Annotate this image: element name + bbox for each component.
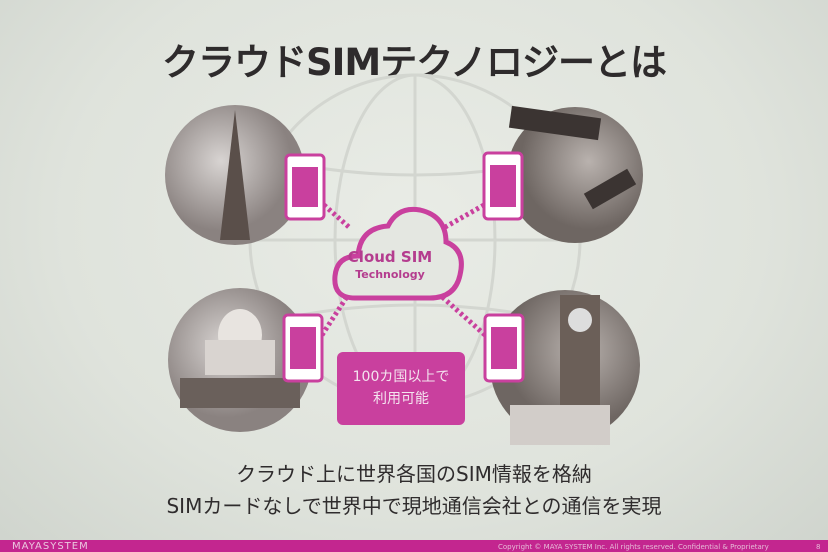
photo-eiffel-tower: [165, 105, 305, 245]
photo-taj-mahal: [168, 288, 312, 432]
phone-icon: [282, 313, 324, 383]
badge-line2: 利用可能: [373, 391, 429, 407]
badge-line1: 100カ国以上で: [352, 369, 450, 385]
cloud-label-line1: Cloud SIM: [347, 248, 433, 266]
photo-wall-street: [507, 105, 643, 243]
body-line-2: SIMカードなしで世界中で現地通信会社との通信を実現: [166, 494, 662, 518]
coverage-badge: 100カ国以上で 利用可能: [337, 352, 465, 425]
copyright: Copyright © MAYA SYSTEM Inc. All rights …: [498, 543, 769, 551]
phone-icon: [482, 151, 524, 221]
body-line-1: クラウド上に世界各国のSIM情報を格納: [236, 462, 592, 486]
phone-icon: [483, 313, 525, 383]
footer-bar: [0, 540, 828, 552]
photo-big-ben: [490, 290, 640, 445]
phone-icons: [282, 151, 525, 383]
cloud-icon: [332, 206, 464, 301]
page-number: 8: [816, 543, 821, 551]
brand-logo: MAYASYSTEM: [12, 541, 89, 552]
cloud-label-line2: Technology: [355, 268, 425, 281]
phone-icon: [284, 153, 326, 221]
